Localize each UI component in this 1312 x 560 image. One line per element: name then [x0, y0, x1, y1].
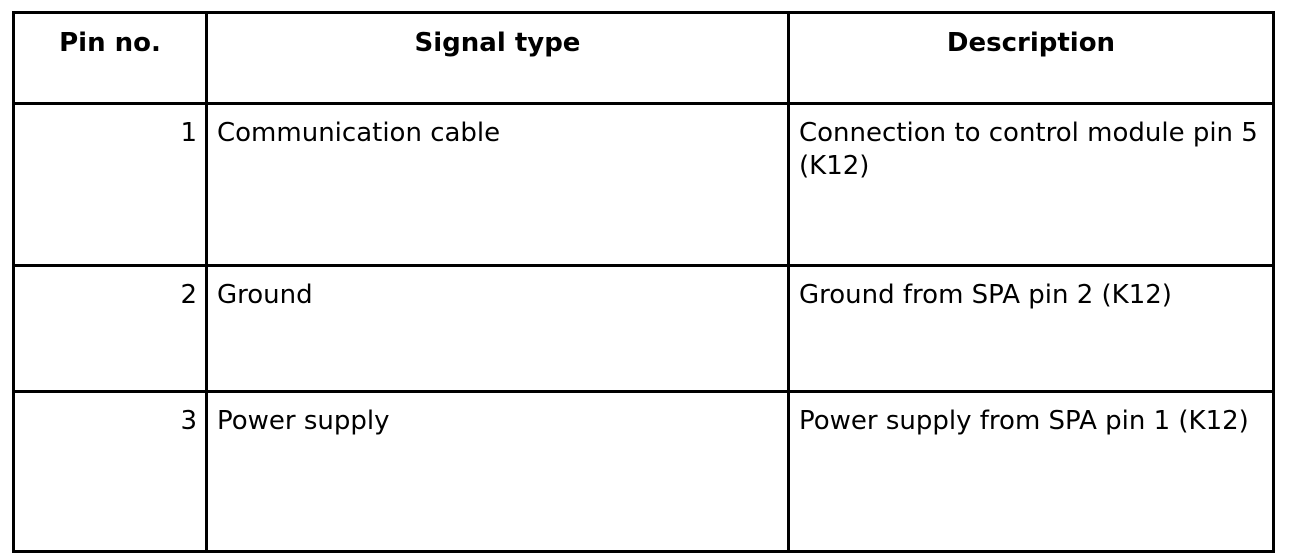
table-row: 1 Communication cable Connection to cont… — [12, 102, 1275, 267]
signal-type-cell: Communication cable — [205, 102, 790, 267]
description-cell: Ground from SPA pin 2 (K12) — [787, 264, 1275, 393]
description-cell: Power supply from SPA pin 1 (K12) — [787, 390, 1275, 553]
header-pin-no: Pin no. — [12, 11, 208, 105]
pin-table: Pin no. Signal type Description 1 Commun… — [12, 11, 1275, 553]
pin-number-cell: 3 — [12, 390, 208, 553]
table-header-row: Pin no. Signal type Description — [12, 11, 1275, 105]
header-signal-type: Signal type — [205, 11, 790, 105]
header-description: Description — [787, 11, 1275, 105]
pin-number-cell: 2 — [12, 264, 208, 393]
signal-type-cell: Power supply — [205, 390, 790, 553]
table-row: 3 Power supply Power supply from SPA pin… — [12, 390, 1275, 553]
signal-type-cell: Ground — [205, 264, 790, 393]
table-row: 2 Ground Ground from SPA pin 2 (K12) — [12, 264, 1275, 393]
pin-number-cell: 1 — [12, 102, 208, 267]
description-cell: Connection to control module pin 5 (K12) — [787, 102, 1275, 267]
